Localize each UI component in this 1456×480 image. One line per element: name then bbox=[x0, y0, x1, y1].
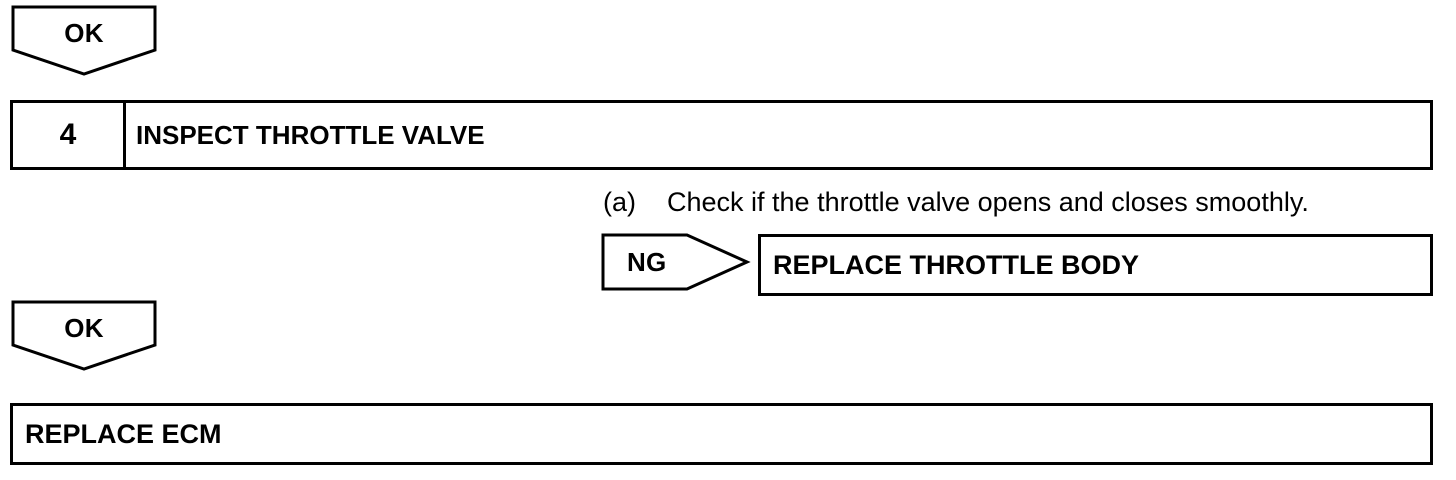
step-box: 4 INSPECT THROTTLE VALVE bbox=[10, 100, 1433, 170]
ng-arrow-shape bbox=[601, 233, 751, 291]
ng-label: NG bbox=[627, 247, 667, 277]
instruction-marker: (a) bbox=[603, 187, 636, 217]
ng-result-box: REPLACE THROTTLE BODY bbox=[758, 234, 1433, 296]
ok-arrow-top-shape bbox=[11, 5, 157, 76]
final-result-box: REPLACE ECM bbox=[10, 403, 1433, 465]
step-number: 4 bbox=[13, 103, 126, 167]
ok-label-bottom: OK bbox=[64, 313, 104, 343]
ok-arrow-bottom-shape bbox=[11, 300, 157, 371]
step-title: INSPECT THROTTLE VALVE bbox=[136, 119, 485, 150]
instruction-text: Check if the throttle valve opens and cl… bbox=[667, 187, 1309, 217]
ok-label-top: OK bbox=[64, 18, 104, 48]
